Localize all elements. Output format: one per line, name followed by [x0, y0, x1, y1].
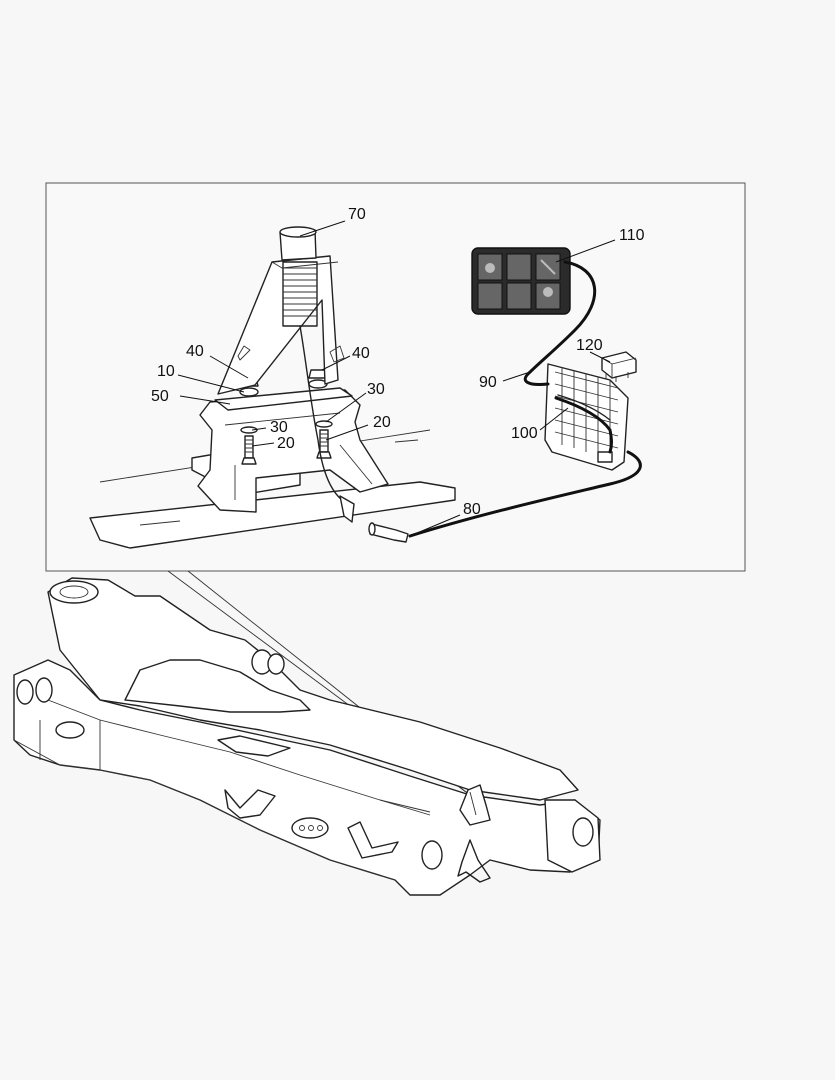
leader-lines: [177, 220, 616, 537]
callout-110: 110: [619, 227, 645, 244]
bracket-assembly: [89, 226, 456, 549]
cable-harness: [368, 260, 642, 543]
callout-labels: 70 110 40 40 10 50 30 30 20 20 120 90 10…: [151, 206, 645, 518]
callout-120: 120: [576, 337, 603, 354]
callout-90: 90: [479, 374, 497, 391]
callout-70: 70: [348, 206, 366, 223]
boom-frame: [13, 570, 601, 896]
callout-100: 100: [511, 425, 538, 442]
callout-30-right: 30: [367, 381, 385, 398]
callout-40-left: 40: [186, 343, 204, 360]
callout-30-left: 30: [270, 419, 288, 436]
callout-10: 10: [157, 363, 175, 380]
callout-80: 80: [463, 501, 481, 518]
callout-50: 50: [151, 388, 169, 405]
callout-40-right: 40: [352, 345, 370, 362]
callout-20-right: 20: [373, 414, 391, 431]
switch-panel: [471, 247, 571, 315]
callout-20-left: 20: [277, 435, 295, 452]
fuse-box: [544, 363, 629, 471]
